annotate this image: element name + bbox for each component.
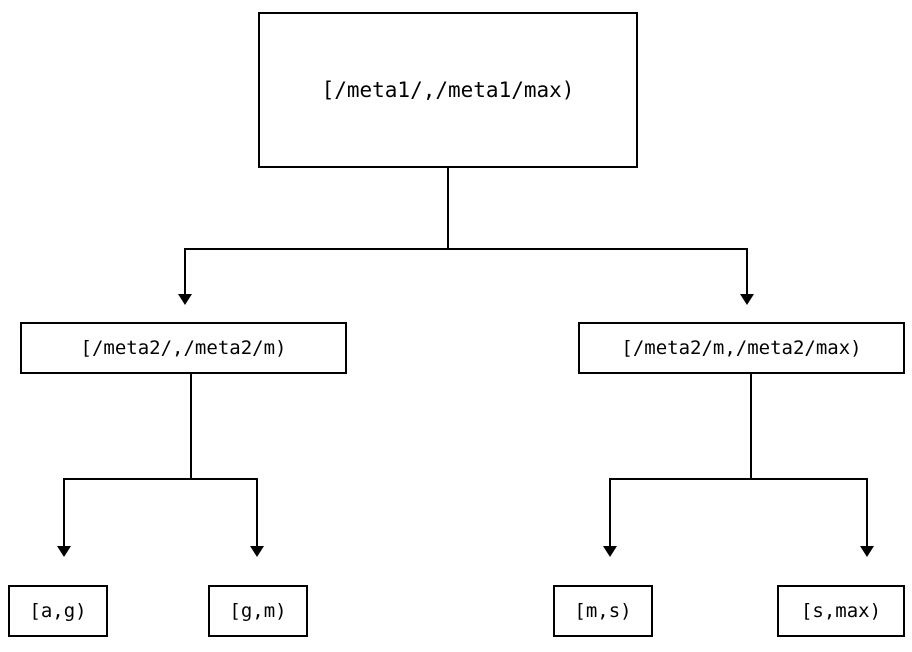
tree-node-leaf-ms-label: [m,s) [574, 600, 632, 622]
tree-node-leaf-gm[interactable]: [g,m) [208, 585, 308, 637]
arrowhead-down-icon [250, 546, 264, 557]
tree-node-leaf-smax[interactable]: [s,max) [777, 585, 905, 637]
tree-node-leaf-gm-label: [g,m) [229, 600, 287, 622]
connector-root-stem [447, 168, 449, 250]
tree-node-mid-right-label: [/meta2/m,/meta2/max) [621, 337, 862, 359]
connector-mid-right-drop-left [609, 478, 611, 546]
connector-mid-right-stem [750, 374, 752, 480]
arrowhead-down-icon [740, 294, 754, 305]
tree-node-leaf-ag[interactable]: [a,g) [8, 585, 108, 637]
tree-node-mid-left[interactable]: [/meta2/,/meta2/m) [20, 322, 347, 374]
arrowhead-down-icon [603, 546, 617, 557]
arrowhead-down-icon [860, 546, 874, 557]
connector-root-bar [184, 248, 748, 250]
arrowhead-down-icon [178, 294, 192, 305]
connector-root-drop-left [184, 248, 186, 294]
tree-node-leaf-ms[interactable]: [m,s) [553, 585, 653, 637]
connector-mid-left-drop-right [256, 478, 258, 546]
tree-node-root[interactable]: [/meta1/,/meta1/max) [258, 12, 638, 168]
tree-node-root-label: [/meta1/,/meta1/max) [321, 78, 575, 102]
connector-mid-right-bar [609, 478, 868, 480]
connector-root-drop-right [746, 248, 748, 294]
arrowhead-down-icon [57, 546, 71, 557]
connector-mid-left-bar [63, 478, 258, 480]
connector-mid-left-stem [190, 374, 192, 480]
tree-node-leaf-ag-label: [a,g) [29, 600, 87, 622]
tree-node-leaf-smax-label: [s,max) [800, 600, 882, 622]
connector-mid-left-drop-left [63, 478, 65, 546]
tree-node-mid-right[interactable]: [/meta2/m,/meta2/max) [578, 322, 905, 374]
connector-mid-right-drop-right [866, 478, 868, 546]
tree-node-mid-left-label: [/meta2/,/meta2/m) [80, 337, 287, 359]
